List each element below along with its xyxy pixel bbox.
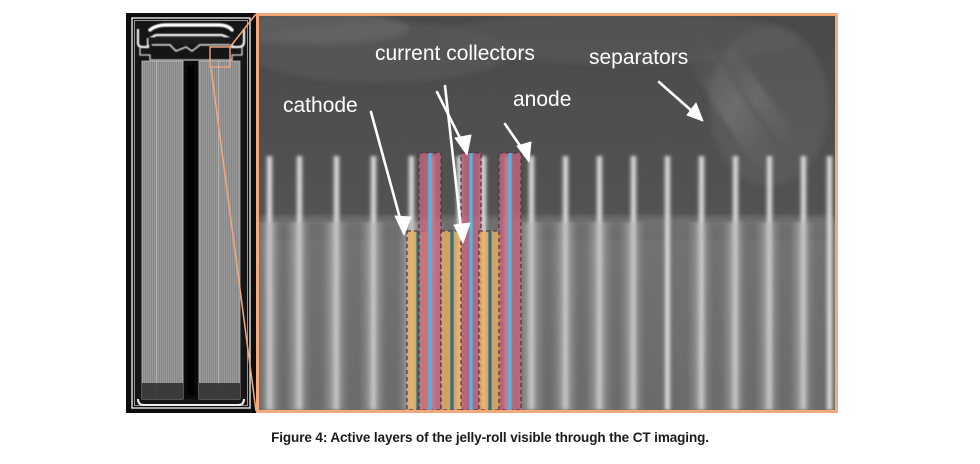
zoom-callout-box	[209, 46, 231, 68]
overview-ct-svg	[126, 13, 256, 413]
overview-ct-image	[126, 13, 256, 413]
figure-caption: Figure 4: Active layers of the jelly-rol…	[271, 430, 709, 445]
active-layer-overlays	[406, 152, 522, 410]
current-collector-line	[450, 231, 454, 410]
ct-zoom-svg: cathode current collectors anode separat…	[259, 16, 835, 410]
label-current-collectors: current collectors	[375, 42, 535, 65]
jelly-roll-stacks	[141, 60, 241, 400]
cathode-layer-overlay	[440, 230, 464, 410]
annotation-arrows	[369, 80, 704, 244]
anode-layer-overlay	[460, 152, 482, 410]
label-separators: separators	[589, 46, 688, 69]
current-collector-line	[416, 231, 420, 410]
ct-zoom-panel: cathode current collectors anode separat…	[256, 13, 838, 413]
label-anode: anode	[513, 88, 571, 111]
cathode-layer-overlay	[478, 230, 502, 410]
cell-cap-assembly	[136, 23, 246, 61]
current-collector-line	[469, 153, 473, 410]
anode-layer-overlay	[418, 152, 442, 410]
current-collectors-arrow-2	[443, 84, 471, 244]
current-collector-line	[428, 153, 432, 410]
anode-arrow	[503, 122, 532, 163]
separators-arrow	[657, 80, 704, 122]
label-cathode: cathode	[283, 94, 358, 117]
anode-layer-overlay	[498, 152, 522, 410]
current-collector-line	[508, 153, 512, 410]
annotation-labels: cathode current collectors anode separat…	[283, 42, 688, 117]
current-collector-line	[488, 231, 492, 410]
ct-grain-overlay	[259, 16, 835, 410]
cathode-arrow	[369, 110, 412, 236]
